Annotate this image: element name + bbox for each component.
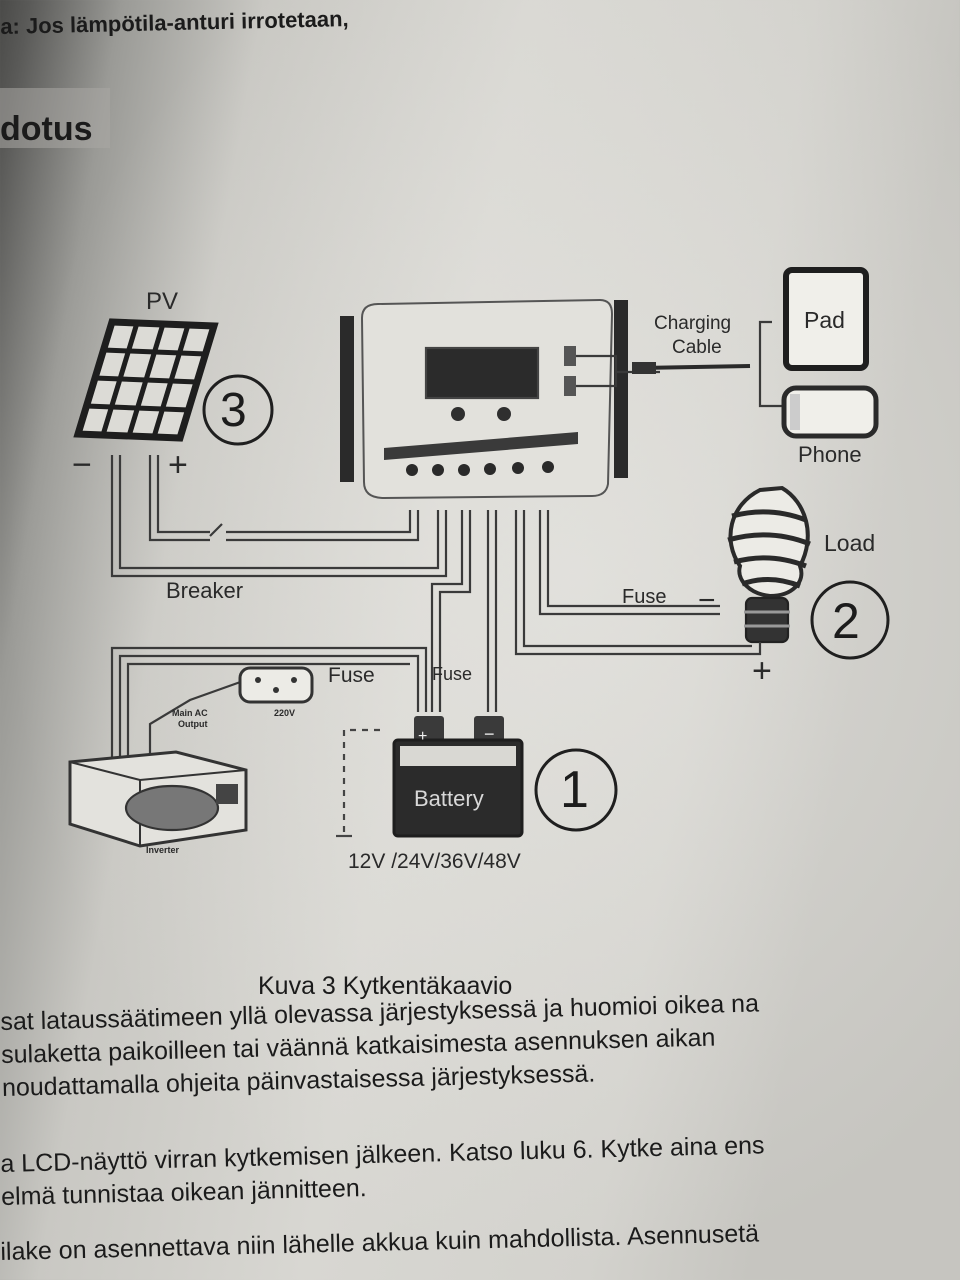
socket-voltage-label: 220V: [274, 708, 296, 718]
ac-output-label-2: Output: [178, 719, 208, 729]
load-label: Load: [824, 530, 876, 556]
step-3-number: 3: [220, 384, 247, 437]
phone-label: Phone: [798, 442, 862, 467]
charge-controller-icon: [340, 298, 628, 500]
charging-cable-label-2: Cable: [672, 337, 722, 358]
section-heading: dotus: [0, 110, 93, 148]
battery-icon: [392, 716, 524, 838]
battery-plus-sign: +: [418, 728, 428, 745]
inverter-icon: [68, 750, 248, 848]
step-1-circle: [534, 748, 618, 832]
figure-caption: Kuva 3 Kytkentäkaavio: [258, 972, 513, 1000]
light-bulb-icon: [727, 485, 811, 644]
battery-label: Battery: [414, 786, 484, 811]
pv-label: PV: [146, 288, 179, 315]
ac-socket-icon: [238, 666, 314, 704]
pad-label: Pad: [804, 307, 845, 333]
step-2-number: 2: [832, 593, 860, 649]
solar-panel-icon: [73, 318, 219, 442]
pv-minus-sign: −: [72, 446, 92, 484]
inverter-fuse-label: Fuse: [328, 664, 375, 687]
step-2-circle: [810, 580, 890, 660]
battery-fuse-label: Fuse: [432, 664, 473, 684]
ac-output-label-1: Main AC: [172, 708, 208, 718]
phone-icon: [781, 385, 879, 439]
load-minus-sign: −: [698, 584, 716, 617]
load-plus-sign: +: [752, 652, 772, 690]
step-3-circle: [202, 374, 274, 446]
inverter-label: Inverter: [146, 845, 180, 855]
tablet-icon: [783, 267, 869, 371]
load-fuse-label: Fuse: [622, 586, 667, 608]
battery-voltages-label: 12V /24V/36V/48V: [348, 850, 521, 873]
heading-highlight: [0, 88, 110, 148]
pv-plus-sign: +: [168, 446, 188, 484]
step-1-number: 1: [560, 761, 589, 819]
battery-minus-sign: −: [484, 724, 495, 744]
charging-cable-label-1: Charging: [654, 313, 732, 334]
breaker-label: Breaker: [166, 578, 244, 603]
